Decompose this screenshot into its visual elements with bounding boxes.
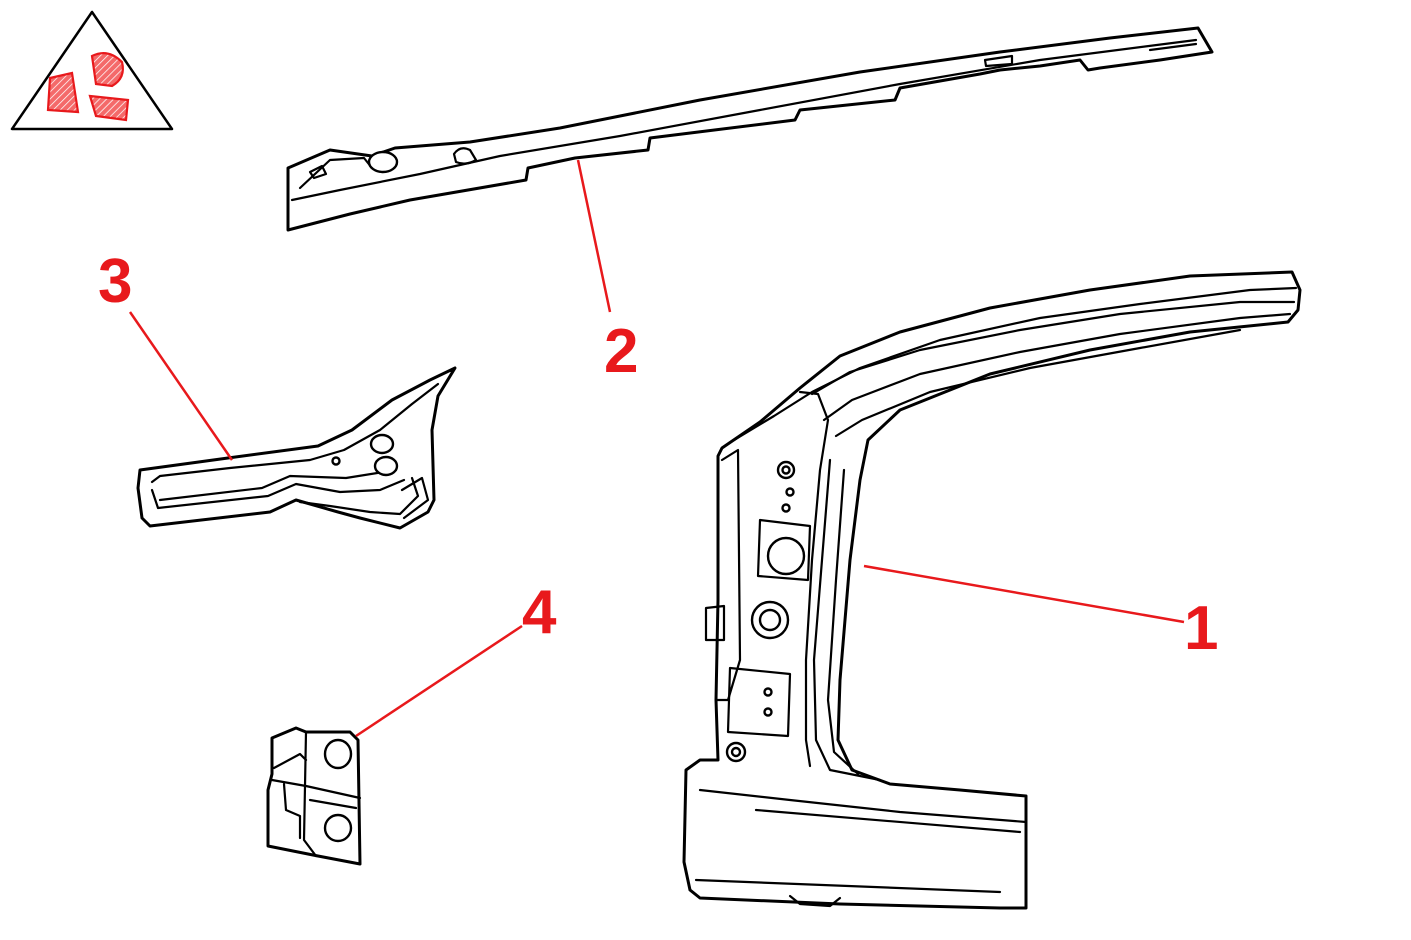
callout-2: 2	[604, 317, 638, 386]
part-3-front-pillar-bracket	[136, 366, 457, 530]
leader-line-4	[355, 624, 523, 738]
callout-3: 3	[98, 247, 132, 316]
part-2-roof-side-rail	[286, 26, 1214, 232]
callout-labels: 1 2 3 4	[98, 247, 1218, 663]
leader-line-2	[576, 159, 612, 313]
part-1-a-pillar-inner-panel	[682, 270, 1302, 910]
leader-line-3	[128, 311, 234, 461]
leader-lines	[128, 159, 1185, 738]
hatched-parts-warning-triangle-icon	[10, 10, 174, 131]
leader-line-1	[863, 564, 1185, 624]
callout-4: 4	[522, 578, 557, 647]
callout-1: 1	[1184, 594, 1218, 663]
part-4-hinge-reinforcement	[266, 726, 362, 866]
